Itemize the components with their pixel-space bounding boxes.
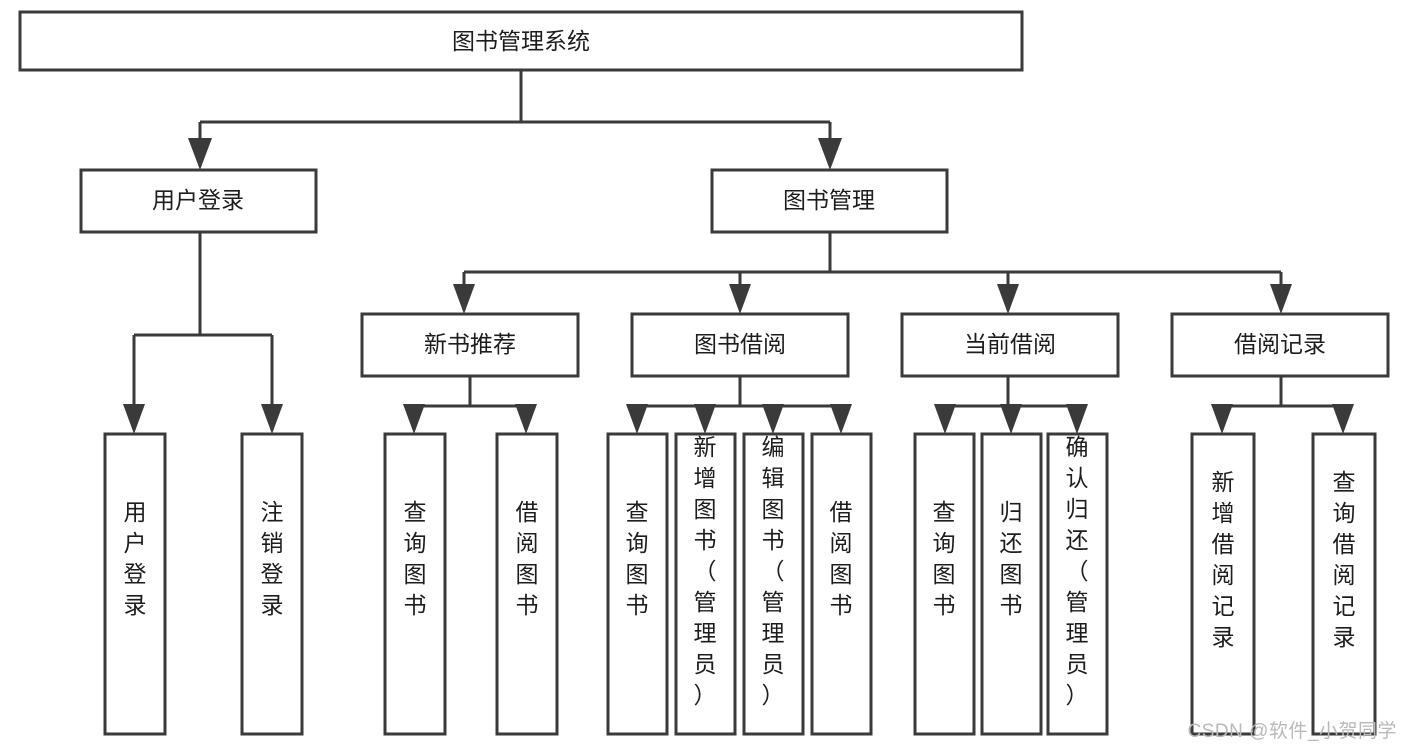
node-borrow-book-1-box[interactable] — [495, 432, 559, 736]
node-edit-book-label: 编辑图书（管理员） — [762, 434, 785, 708]
arrow-br-leaf-1-icon — [1211, 404, 1233, 434]
node-book-borrow-label: 图书借阅 — [694, 331, 786, 357]
arrow-br-leaf-2-icon — [1332, 404, 1354, 434]
arrow-root-to-book-manage-icon — [818, 138, 842, 170]
node-query-book-2-box[interactable] — [606, 432, 669, 736]
node-book-borrow[interactable]: 图书借阅 — [630, 312, 850, 378]
node-query-book-1[interactable]: 查询图书 — [383, 432, 447, 736]
arrow-root-to-user-login-icon — [188, 138, 212, 170]
arrow-to-borrow-record-icon — [1270, 284, 1292, 314]
node-root-label: 图书管理系统 — [452, 28, 590, 54]
node-user-logout-leaf-label: 注销登录 — [261, 499, 284, 618]
node-query-book-2-label: 查询图书 — [626, 499, 649, 618]
arrow-user-login-leaf-1-icon — [123, 404, 145, 434]
node-user-logout-leaf[interactable]: 注销登录 — [240, 432, 304, 736]
node-book-borrow-box[interactable] — [630, 312, 850, 378]
node-query-borrow-record-label: 查询借阅记录 — [1333, 469, 1356, 650]
arrow-nbr-leaf-2-icon — [515, 404, 537, 434]
node-borrow-record[interactable]: 借阅记录 — [1170, 312, 1390, 378]
arrow-nbr-leaf-1-icon — [403, 404, 425, 434]
node-query-book-1-box[interactable] — [383, 432, 447, 736]
node-borrow-record-label: 借阅记录 — [1234, 331, 1326, 357]
connector-group-user-login — [123, 232, 283, 434]
arrow-cb-leaf-1-icon — [934, 404, 956, 434]
node-user-logout-leaf-box[interactable] — [240, 432, 304, 736]
node-current-borrow-box[interactable] — [900, 312, 1120, 378]
node-borrow-book-2[interactable]: 借阅图书 — [810, 432, 873, 736]
arrow-cb-leaf-3-icon — [1066, 404, 1088, 434]
arrow-to-book-borrow-icon — [729, 284, 751, 314]
node-borrow-book-1[interactable]: 借阅图书 — [495, 432, 559, 736]
connector-group-borrow-record — [1211, 376, 1354, 434]
connector-group-current-borrow — [934, 376, 1088, 434]
node-user-login-leaf-label: 用户登录 — [124, 499, 147, 618]
node-confirm-return-label: 确认归还（管理员） — [1066, 434, 1089, 708]
node-current-borrow[interactable]: 当前借阅 — [900, 312, 1120, 378]
node-return-book-box[interactable] — [980, 432, 1043, 736]
connector-group-root — [188, 70, 842, 170]
node-current-borrow-label: 当前借阅 — [964, 331, 1056, 357]
arrow-bb-leaf-2-icon — [694, 404, 716, 434]
node-query-book-3-label: 查询图书 — [933, 499, 956, 618]
node-new-book-recommend[interactable]: 新书推荐 — [360, 312, 580, 378]
node-confirm-return-box[interactable] — [1046, 432, 1109, 736]
node-add-book[interactable]: 新增图书（管理员） — [674, 432, 737, 736]
node-edit-book[interactable]: 编辑图书（管理员） — [742, 432, 805, 736]
node-return-book-label: 归还图书 — [1000, 499, 1023, 618]
node-user-login-leaf[interactable]: 用户登录 — [103, 432, 167, 736]
arrow-to-new-book-recommend-icon — [453, 284, 475, 314]
node-add-borrow-record-label: 新增借阅记录 — [1212, 469, 1235, 650]
node-query-book-2[interactable]: 查询图书 — [606, 432, 669, 736]
arrow-user-login-leaf-2-icon — [261, 404, 283, 434]
node-book-manage[interactable]: 图书管理 — [710, 168, 949, 234]
node-return-book[interactable]: 归还图书 — [980, 432, 1043, 736]
node-add-book-box[interactable] — [674, 432, 737, 736]
node-confirm-return[interactable]: 确认归还（管理员） — [1046, 432, 1109, 736]
node-user-login-label: 用户登录 — [152, 187, 244, 213]
node-borrow-book-1-label: 借阅图书 — [516, 499, 539, 618]
node-query-book-3[interactable]: 查询图书 — [913, 432, 976, 736]
node-borrow-book-2-label: 借阅图书 — [830, 499, 853, 618]
arrow-bb-leaf-3-icon — [762, 404, 784, 434]
node-book-manage-label: 图书管理 — [783, 187, 875, 213]
node-borrow-record-box[interactable] — [1170, 312, 1390, 378]
node-user-login[interactable]: 用户登录 — [79, 168, 318, 234]
connector-group-book-borrow — [626, 376, 852, 434]
node-query-borrow-record[interactable]: 查询借阅记录 — [1311, 432, 1377, 736]
connector-group-book-manage — [453, 232, 1292, 314]
node-new-book-recommend-label: 新书推荐 — [424, 331, 516, 357]
node-borrow-book-2-box[interactable] — [810, 432, 873, 736]
node-edit-book-box[interactable] — [742, 432, 805, 736]
node-query-book-3-box[interactable] — [913, 432, 976, 736]
node-root-box[interactable] — [18, 10, 1024, 72]
node-root[interactable]: 图书管理系统 — [18, 10, 1024, 72]
node-user-login-box[interactable] — [79, 168, 318, 234]
arrow-cb-leaf-2-icon — [1000, 404, 1022, 434]
node-new-book-recommend-box[interactable] — [360, 312, 580, 378]
connector-group-new-book-recommend — [403, 376, 537, 434]
node-user-login-leaf-box[interactable] — [103, 432, 167, 736]
arrow-to-current-borrow-icon — [997, 284, 1019, 314]
node-query-borrow-record-box[interactable] — [1311, 432, 1377, 736]
node-add-book-label: 新增图书（管理员） — [694, 434, 717, 708]
node-book-manage-box[interactable] — [710, 168, 949, 234]
arrow-bb-leaf-1-icon — [626, 404, 648, 434]
node-add-borrow-record-box[interactable] — [1190, 432, 1256, 736]
node-query-book-1-label: 查询图书 — [404, 499, 427, 618]
node-add-borrow-record[interactable]: 新增借阅记录 — [1190, 432, 1256, 736]
arrow-bb-leaf-4-icon — [830, 404, 852, 434]
